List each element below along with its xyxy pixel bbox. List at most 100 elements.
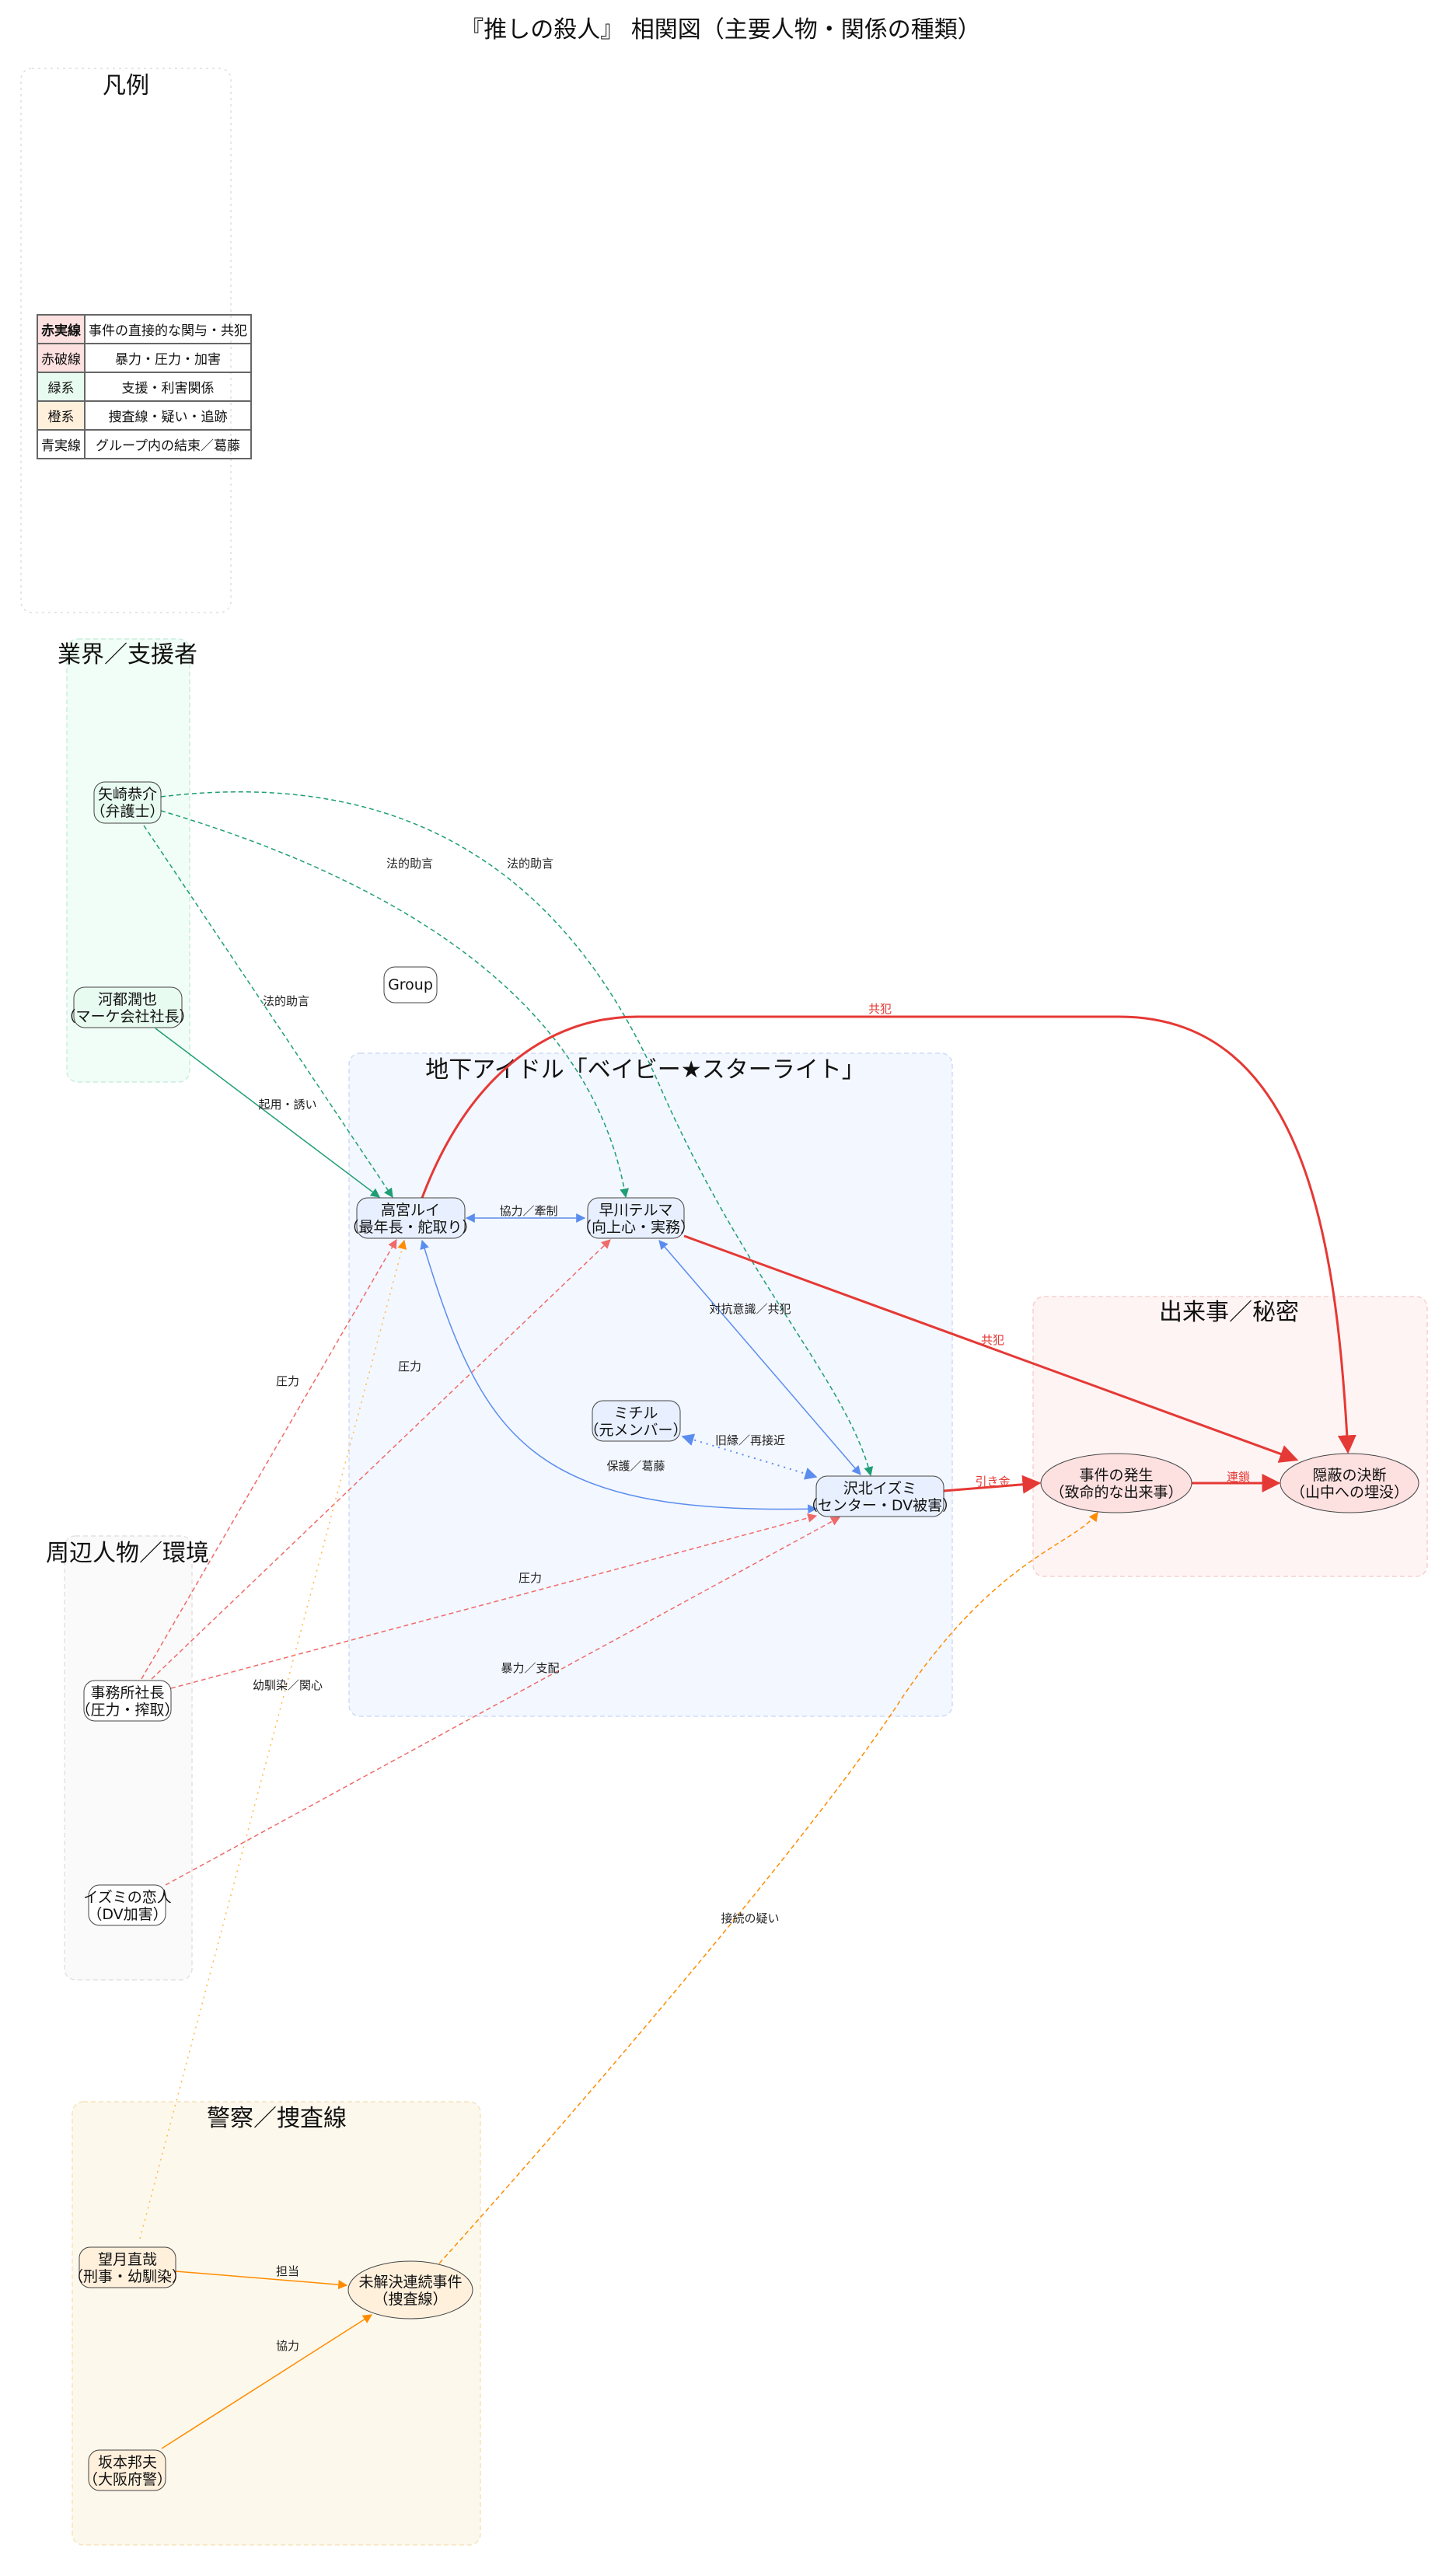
edge-label: 担当 — [276, 2264, 299, 2278]
cluster-label-environment: 周辺人物／環境 — [46, 1540, 209, 1567]
legend-desc: 事件の直接的な関与・共犯 — [84, 314, 252, 344]
edge-michiru-izumi — [681, 1433, 818, 1480]
cluster-environment: 周辺人物／環境 — [46, 1535, 209, 1981]
node-mochizuki[interactable]: 望月直哉 （刑事・幼馴染） — [68, 2246, 187, 2288]
node-lover[interactable]: イズミの恋人 （DV加害） — [83, 1884, 172, 1926]
node-kawato[interactable]: 河都潤也 （マーケ会社社長） — [61, 986, 194, 1028]
node-role: （弁護士） — [90, 803, 164, 820]
node-name: 隠蔽の決断 — [1312, 1467, 1386, 1484]
edge-label: 圧力 — [276, 1374, 299, 1388]
node-name: 高宮ルイ — [381, 1202, 440, 1219]
node-name: Group — [388, 976, 433, 993]
edge-label: 法的助言 — [386, 857, 433, 871]
edge-izumi-incident — [943, 1475, 1042, 1494]
edge-rui-coverup — [421, 1015, 1356, 1454]
edge-label: 保護／葛藤 — [606, 1459, 665, 1473]
edge-label: 法的助言 — [263, 994, 309, 1008]
cluster-label-industry: 業界／支援者 — [58, 641, 197, 668]
node-case[interactable]: 未解決連続事件 （捜査線） — [347, 2260, 473, 2319]
edge-label: 法的助言 — [507, 857, 553, 871]
edge-label: 協力／牽制 — [499, 1204, 557, 1218]
legend-row: 赤破線暴力・圧力・加害 — [37, 343, 252, 373]
node-role: （圧力・搾取） — [75, 1702, 179, 1719]
edge-president-teruma — [151, 1239, 611, 1680]
diagram-title: 『推しの殺人』 相関図（主要人物・関係の種類） — [460, 16, 981, 44]
node-role: （向上心・実務） — [577, 1219, 695, 1236]
node-role: （刑事・幼馴染） — [68, 2268, 187, 2285]
edge-label: 引き金 — [975, 1475, 1010, 1489]
legend-key: 橙系 — [37, 400, 86, 431]
node-name: 早川テルマ — [599, 1202, 672, 1219]
edge-rui-izumi — [420, 1239, 818, 1514]
legend-desc: 捜査線・疑い・追跡 — [84, 400, 252, 431]
node-name: 事務所社長 — [90, 1684, 164, 1702]
cluster-label-idol: 地下アイドル「ベイビー★スターライト」 — [425, 1056, 864, 1084]
node-teruma[interactable]: 早川テルマ （向上心・実務） — [577, 1197, 695, 1239]
legend-key: 緑系 — [37, 372, 86, 402]
node-role: （センター・DV被害） — [803, 1497, 957, 1514]
node-role: （捜査線） — [373, 2291, 447, 2308]
node-role: （最年長・舵取り） — [344, 1219, 477, 1236]
cluster-police: 警察／捜査線 — [72, 2101, 481, 2546]
node-group[interactable]: Group — [383, 966, 438, 1004]
legend-desc: 暴力・圧力・加害 — [84, 343, 252, 373]
node-name: イズミの恋人 — [83, 1889, 171, 1906]
edge-label: 連鎖 — [1227, 1470, 1250, 1484]
edge-label: 圧力 — [518, 1571, 542, 1585]
legend-key: 青実線 — [37, 429, 86, 459]
node-role: （山中への埋没） — [1290, 1484, 1409, 1501]
node-coverup[interactable]: 隠蔽の決断 （山中への埋没） — [1280, 1453, 1419, 1513]
legend-row: 赤実線事件の直接的な関与・共犯 — [37, 314, 252, 344]
edge-teruma-coverup — [683, 1234, 1299, 1463]
edge-yazaki-rui — [143, 825, 393, 1198]
node-name: 河都潤也 — [98, 991, 157, 1008]
node-sakamoto[interactable]: 坂本邦夫 （大阪府警） — [83, 2449, 172, 2491]
edge-mochizuki-rui — [139, 1239, 407, 2239]
node-name: 望月直哉 — [98, 2251, 157, 2268]
node-role: （DV加害） — [87, 1906, 167, 1923]
edge-yazaki-izumi — [160, 791, 874, 1477]
legend-table: 赤実線事件の直接的な関与・共犯 赤破線暴力・圧力・加害 緑系支援・利害関係 橙系… — [37, 314, 252, 459]
edge-label: 暴力／支配 — [501, 1661, 559, 1675]
node-name: 未解決連続事件 — [358, 2274, 462, 2291]
legend-key: 赤実線 — [37, 314, 86, 344]
edge-yazaki-teruma — [160, 810, 630, 1199]
legend-title: 凡例 — [103, 72, 149, 99]
node-incident[interactable]: 事件の発生 （致命的な出来事） — [1040, 1453, 1192, 1513]
cluster-industry: 業界／支援者 — [58, 638, 197, 1083]
cluster-label-events: 出来事／秘密 — [1159, 1299, 1299, 1326]
node-role: （マーケ会社社長） — [61, 1008, 194, 1025]
node-yazaki[interactable]: 矢崎恭介 （弁護士） — [90, 781, 165, 824]
edge-label: 共犯 — [981, 1333, 1004, 1347]
legend-key: 赤破線 — [37, 343, 86, 373]
node-role: （元メンバー） — [584, 1422, 687, 1439]
node-name: 沢北イズミ — [843, 1480, 917, 1497]
edge-lover-izumi — [165, 1517, 841, 1886]
cluster-idol: 地下アイドル「ベイビー★スターライト」 — [348, 1052, 953, 1717]
node-name: 事件の発生 — [1079, 1467, 1153, 1484]
edge-sakamoto-case — [161, 2314, 373, 2449]
node-rui[interactable]: 高宮ルイ （最年長・舵取り） — [344, 1197, 477, 1239]
edge-label: 旧縁／再接近 — [715, 1433, 785, 1447]
cluster-label-police: 警察／捜査線 — [207, 2105, 347, 2132]
edge-case-incident — [438, 1512, 1098, 2264]
node-izumi[interactable]: 沢北イズミ （センター・DV被害） — [803, 1475, 957, 1517]
edge-president-izumi — [170, 1513, 818, 1689]
legend-row: 青実線グループ内の結束／葛藤 — [37, 429, 252, 459]
edge-label: 共犯 — [868, 1002, 892, 1016]
edge-president-rui — [141, 1238, 397, 1680]
node-role: （大阪府警） — [83, 2471, 172, 2488]
legend-desc: グループ内の結束／葛藤 — [84, 429, 252, 459]
edge-label: 圧力 — [398, 1360, 421, 1374]
node-role: （致命的な出来事） — [1049, 1484, 1182, 1501]
edge-label: 協力 — [276, 2339, 299, 2353]
edge-mochizuki-case — [175, 2271, 348, 2290]
edge-label: 幼馴染／関心 — [253, 1678, 323, 1692]
node-president[interactable]: 事務所社長 （圧力・搾取） — [75, 1680, 180, 1722]
legend-desc: 支援・利害関係 — [84, 372, 252, 402]
node-name: 矢崎恭介 — [98, 786, 157, 803]
edge-label: 対抗意識／共犯 — [709, 1302, 791, 1316]
edge-label: 接続の疑い — [721, 1911, 779, 1925]
node-michiru[interactable]: ミチル （元メンバー） — [584, 1400, 688, 1442]
